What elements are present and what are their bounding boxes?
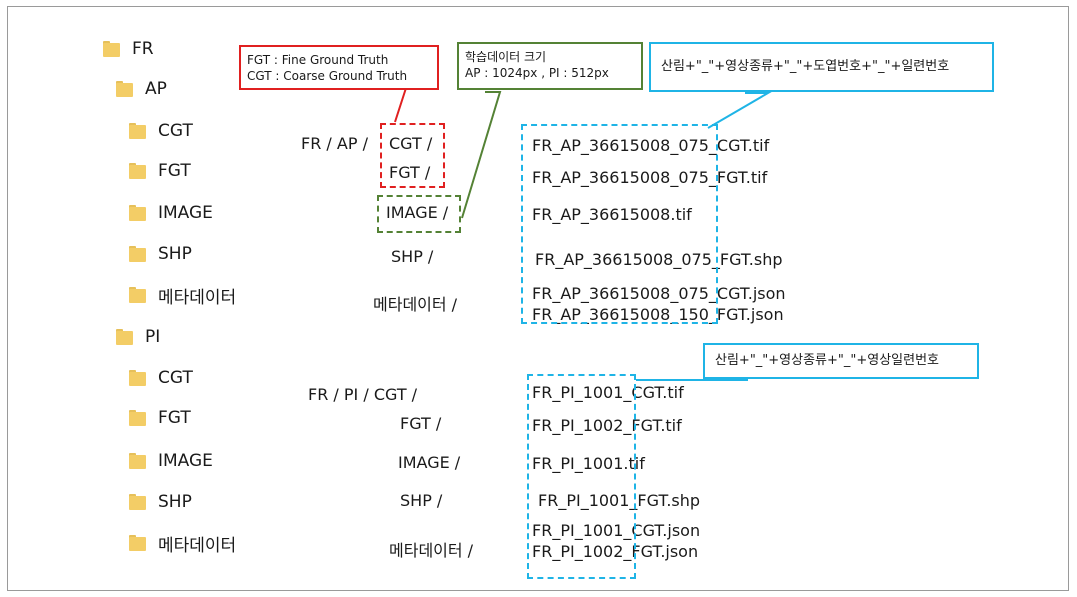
- ap-file-fgt-shp: FR_AP_36615008_075_FGT.shp: [535, 250, 783, 269]
- folder-icon: [129, 246, 146, 262]
- ap-path-shp: SHP /: [391, 247, 434, 266]
- folder-icon: [129, 410, 146, 426]
- pi-file-fgt-json: FR_PI_1002_FGT.json: [532, 542, 699, 561]
- callout-line: FGT : Fine Ground Truth: [247, 53, 389, 67]
- tree-label: IMAGE: [158, 451, 213, 471]
- pi-path-fgt: FGT /: [400, 414, 442, 433]
- callout-line: 산림+"_"+영상종류+"_"+영상일련번호: [715, 353, 940, 368]
- folder-icon: [116, 329, 133, 345]
- ap-path-image: IMAGE /: [386, 203, 449, 222]
- tree-label: CGT: [158, 368, 193, 388]
- pi-file-cgt-tif: FR_PI_1001_CGT.tif: [532, 383, 684, 402]
- pi-path-root: FR / PI / CGT /: [308, 385, 418, 404]
- tree-item-ap-image[interactable]: IMAGE: [129, 201, 213, 225]
- pi-naming-callout: 산림+"_"+영상종류+"_"+영상일련번호: [703, 343, 979, 379]
- tree-item-ap-metadata[interactable]: 메타데이터: [129, 283, 237, 308]
- folder-icon: [129, 123, 146, 139]
- training-size-callout: 학습데이터 크기 AP : 1024px , PI : 512px: [457, 42, 643, 90]
- ap-naming-callout: 산림+"_"+영상종류+"_"+도엽번호+"_"+일련번호: [649, 42, 994, 92]
- tree-item-pi-cgt[interactable]: CGT: [129, 366, 193, 390]
- tree-label: FGT: [158, 161, 191, 181]
- tree-item-pi-image[interactable]: IMAGE: [129, 449, 213, 473]
- folder-icon: [129, 370, 146, 386]
- folder-icon: [129, 287, 146, 303]
- pi-path-shp: SHP /: [400, 491, 443, 510]
- tree-label: FGT: [158, 408, 191, 428]
- ap-path-root: FR / AP /: [301, 134, 368, 153]
- tree-label: SHP: [158, 244, 192, 264]
- folder-icon: [129, 163, 146, 179]
- callout-line: 산림+"_"+영상종류+"_"+도엽번호+"_"+일련번호: [661, 59, 950, 74]
- ap-file-cgt-tif: FR_AP_36615008_075_CGT.tif: [532, 136, 770, 155]
- image-highlight-box: [377, 195, 461, 233]
- diagram-frame: [7, 6, 1069, 591]
- tree-label: 메타데이터: [158, 535, 237, 556]
- tree-item-pi[interactable]: PI: [116, 325, 160, 349]
- callout-line: AP : 1024px , PI : 512px: [465, 66, 609, 80]
- tree-item-pi-shp[interactable]: SHP: [129, 490, 192, 514]
- ap-file-fgt-json: FR_AP_36615008_150_FGT.json: [532, 305, 784, 324]
- tree-item-ap-fgt[interactable]: FGT: [129, 159, 191, 183]
- folder-icon: [116, 81, 133, 97]
- folder-icon: [129, 535, 146, 551]
- callout-line: CGT : Coarse Ground Truth: [247, 69, 408, 83]
- folder-icon: [103, 41, 120, 57]
- tree-item-pi-fgt[interactable]: FGT: [129, 406, 191, 430]
- tree-label: SHP: [158, 492, 192, 512]
- tree-item-pi-metadata[interactable]: 메타데이터: [129, 531, 237, 556]
- ap-file-image-tif: FR_AP_36615008.tif: [532, 205, 692, 224]
- tree-label: PI: [145, 327, 161, 347]
- ap-path-metadata: 메타데이터 /: [373, 295, 458, 314]
- tree-item-ap[interactable]: AP: [116, 77, 167, 101]
- pi-file-fgt-shp: FR_PI_1001_FGT.shp: [538, 491, 701, 510]
- gt-definition-callout: FGT : Fine Ground Truth CGT : Coarse Gro…: [239, 45, 439, 90]
- tree-label: 메타데이터: [158, 287, 237, 308]
- pi-file-cgt-json: FR_PI_1001_CGT.json: [532, 521, 701, 540]
- ap-path-cgt: CGT /: [389, 134, 433, 153]
- ap-path-fgt: FGT /: [389, 163, 431, 182]
- pi-path-image: IMAGE /: [398, 453, 461, 472]
- pi-files-highlight-box: [527, 374, 636, 579]
- pi-path-metadata: 메타데이터 /: [389, 541, 474, 560]
- tree-label: CGT: [158, 121, 193, 141]
- tree-item-fr[interactable]: FR: [103, 37, 154, 61]
- pi-file-image-tif: FR_PI_1001.tif: [532, 454, 645, 473]
- tree-item-ap-shp[interactable]: SHP: [129, 242, 192, 266]
- gt-highlight-box: [380, 123, 445, 188]
- folder-icon: [129, 494, 146, 510]
- tree-label: FR: [132, 39, 154, 59]
- ap-file-cgt-json: FR_AP_36615008_075_CGT.json: [532, 284, 786, 303]
- tree-label: IMAGE: [158, 203, 213, 223]
- pi-file-fgt-tif: FR_PI_1002_FGT.tif: [532, 416, 682, 435]
- callout-line: 학습데이터 크기: [465, 50, 547, 64]
- folder-icon: [129, 205, 146, 221]
- folder-icon: [129, 453, 146, 469]
- tree-item-ap-cgt[interactable]: CGT: [129, 119, 193, 143]
- ap-files-highlight-box: [521, 124, 718, 324]
- tree-label: AP: [145, 79, 167, 99]
- ap-file-fgt-tif: FR_AP_36615008_075_FGT.tif: [532, 168, 768, 187]
